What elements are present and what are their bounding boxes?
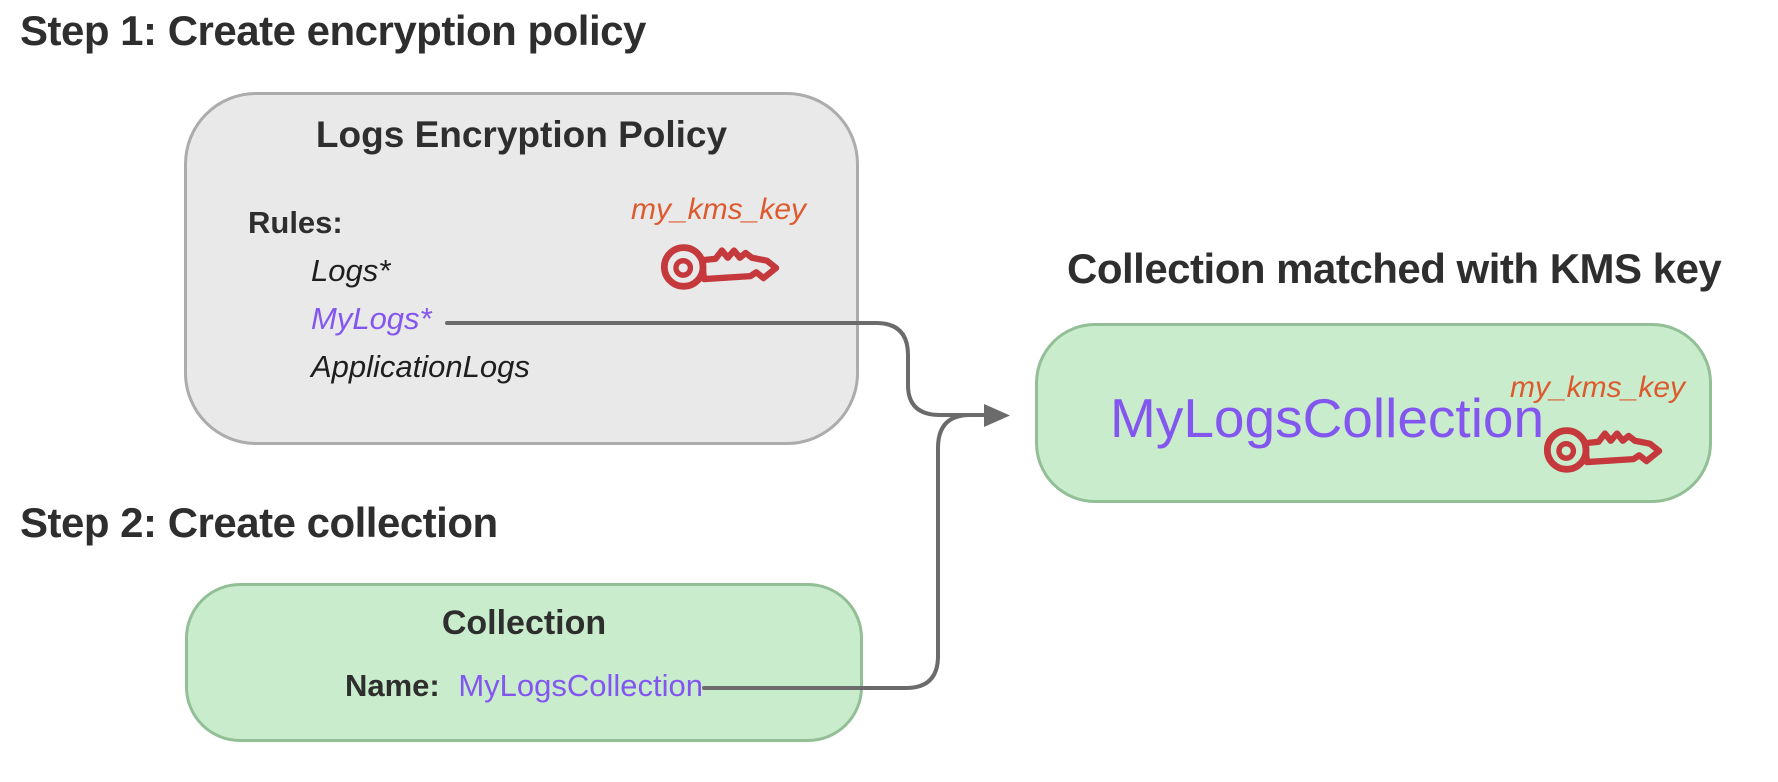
- rule-item-logs: Logs*: [311, 253, 391, 288]
- collection-name-line: Name: MyLogsCollection: [188, 666, 860, 706]
- result-heading: Collection matched with KMS key: [1067, 245, 1722, 292]
- rules-label: Rules:: [248, 205, 343, 240]
- rule-item-applicationlogs: ApplicationLogs: [311, 349, 530, 384]
- step1-heading: Step 1: Create encryption policy: [20, 7, 646, 54]
- collection-name-label: Name:: [344, 668, 440, 703]
- collection-box: Collection Name: MyLogsCollection: [185, 583, 863, 742]
- kms-key-icon: [1543, 427, 1663, 473]
- matched-collection-box: MyLogsCollection my_kms_key: [1035, 323, 1712, 503]
- kms-key-icon: [660, 244, 780, 290]
- kms-key-label: my_kms_key: [631, 193, 807, 226]
- collection-box-title: Collection: [441, 604, 607, 642]
- encryption-policy-box: Logs Encryption Policy Rules: Logs* MyLo…: [184, 92, 859, 445]
- step2-heading: Step 2: Create collection: [20, 499, 498, 546]
- arrow-head-icon: [984, 404, 1010, 427]
- matched-collection-name: MyLogsCollection: [1110, 387, 1545, 449]
- rule-item-mylogs: MyLogs*: [311, 301, 432, 336]
- collection-name-value: MyLogsCollection: [458, 668, 704, 703]
- policy-box-title: Logs Encryption Policy: [315, 114, 728, 155]
- kms-key-label: my_kms_key: [1510, 371, 1686, 404]
